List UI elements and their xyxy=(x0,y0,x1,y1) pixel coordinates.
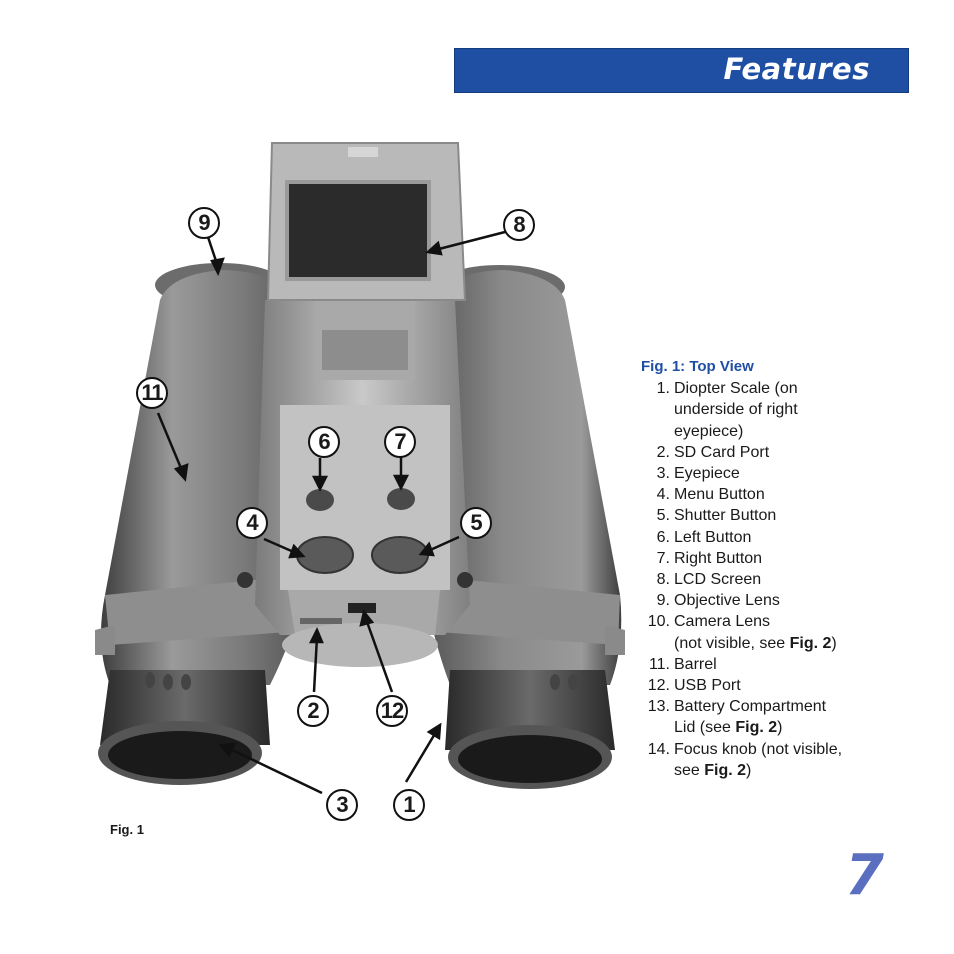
legend-text-cont: eyepiece) xyxy=(674,422,744,440)
legend-item: 6. Left Button xyxy=(641,527,891,548)
legend-item: 3. Eyepiece xyxy=(641,463,891,484)
legend-item: 7. Right Button xyxy=(641,548,891,569)
legend-text-cont: underside of right xyxy=(674,401,798,419)
legend-item: 11. Barrel xyxy=(641,654,891,675)
legend-item: 1. Diopter Scale (on underside of right … xyxy=(641,378,891,442)
legend-number: 14. xyxy=(647,740,670,758)
callout-6: 6 xyxy=(308,426,340,458)
section-title: Features xyxy=(723,52,870,86)
legend-number: 2. xyxy=(656,443,670,461)
legend-number: 9. xyxy=(656,592,670,610)
legend-text-cont: see Fig. 2) xyxy=(674,761,752,779)
legend-text: SD Card Port xyxy=(674,443,770,461)
legend-text: Diopter Scale (on xyxy=(674,380,798,398)
legend-number: 10. xyxy=(647,613,670,631)
legend-item: 9. Objective Lens xyxy=(641,590,891,611)
legend-text-cont: Lid (see Fig. 2) xyxy=(674,719,783,737)
legend-number: 12. xyxy=(647,677,670,695)
legend-item: 12. USB Port xyxy=(641,675,891,696)
page-number: 7 xyxy=(845,843,884,908)
callout-11: 11 xyxy=(136,377,168,409)
legend-text: Battery Compartment xyxy=(674,698,827,716)
callout-1: 1 xyxy=(393,789,425,821)
legend-text: Right Button xyxy=(674,549,763,567)
legend-item: 2. SD Card Port xyxy=(641,442,891,463)
legend-text: Barrel xyxy=(674,655,717,673)
callout-3: 3 xyxy=(326,789,358,821)
legend-item: 4. Menu Button xyxy=(641,484,891,505)
callout-7: 7 xyxy=(384,426,416,458)
legend-item: 10. Camera Lens (not visible, see Fig. 2… xyxy=(641,611,891,653)
legend-number: 3. xyxy=(656,465,670,483)
legend-item: 5. Shutter Button xyxy=(641,505,891,526)
legend-number: 8. xyxy=(656,571,670,589)
legend-text: Focus knob (not visible, xyxy=(674,740,843,758)
legend-text: Menu Button xyxy=(674,486,765,504)
legend-item: 14. Focus knob (not visible, see Fig. 2) xyxy=(641,739,891,781)
legend-item: 8. LCD Screen xyxy=(641,569,891,590)
callout-5: 5 xyxy=(460,507,492,539)
callout-2: 2 xyxy=(297,695,329,727)
section-header-bar: Features xyxy=(454,48,909,93)
legend-number: 1. xyxy=(656,380,670,398)
legend-number: 4. xyxy=(656,486,670,504)
legend-number: 5. xyxy=(656,507,670,525)
legend-number: 6. xyxy=(656,528,670,546)
features-legend: Fig. 1: Top View 1. Diopter Scale (on un… xyxy=(641,356,891,781)
legend-text: Shutter Button xyxy=(674,507,777,525)
legend-text: Camera Lens xyxy=(674,613,771,631)
figure-caption: Fig. 1 xyxy=(110,822,144,837)
legend-text: LCD Screen xyxy=(674,571,762,589)
legend-text: USB Port xyxy=(674,677,741,695)
binocular-camera-figure: 9 8 11 6 7 4 5 2 12 3 1 xyxy=(90,125,630,845)
callout-8: 8 xyxy=(503,209,535,241)
callout-9: 9 xyxy=(188,207,220,239)
legend-text: Eyepiece xyxy=(674,465,740,483)
legend-text-cont: (not visible, see Fig. 2) xyxy=(674,634,837,652)
callout-4: 4 xyxy=(236,507,268,539)
binocular-camera-illustration xyxy=(95,142,625,795)
legend-number: 11. xyxy=(648,655,670,673)
legend-item: 13. Battery Compartment Lid (see Fig. 2) xyxy=(641,696,891,738)
legend-title: Fig. 1: Top View xyxy=(641,358,754,375)
legend-text: Left Button xyxy=(674,528,752,546)
legend-number: 7. xyxy=(656,549,670,567)
legend-text: Objective Lens xyxy=(674,592,780,610)
callout-12: 12 xyxy=(376,695,408,727)
legend-number: 13. xyxy=(647,698,670,716)
